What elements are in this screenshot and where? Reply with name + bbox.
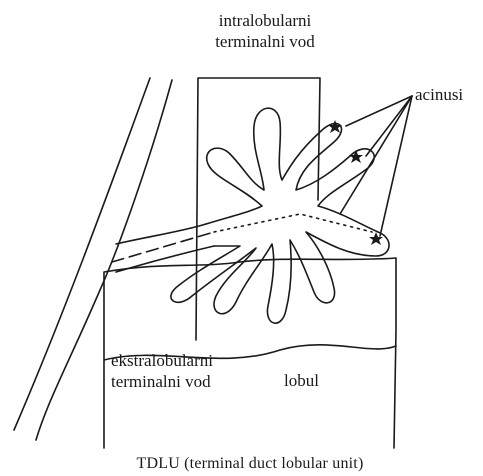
star-icon [328, 120, 342, 133]
extralobular-duct-lower [116, 246, 214, 272]
diagram-caption: TDLU (terminal duct lobular unit) [85, 453, 415, 474]
intralobular-duct-label-line1: intralobularni [190, 10, 340, 31]
acini-label: acinusi [415, 84, 463, 105]
central-dotted-duct [214, 214, 372, 232]
extralobular-duct-label-line1: ekstralobularni [111, 350, 213, 371]
extralobular-duct-label-line2: terminalni vod [111, 371, 213, 392]
extralobular-dashed-duct [112, 232, 214, 262]
extralobular-duct-upper [116, 224, 206, 244]
intralobular-duct-label: intralobularni terminalni vod [190, 10, 340, 52]
acinar-branching-tree [171, 108, 389, 323]
extralobular-duct-label: ekstralobularni terminalni vod [111, 350, 213, 392]
lobule-label: lobul [284, 370, 319, 391]
star-icon [349, 150, 363, 163]
intralobular-duct-label-line2: terminalni vod [190, 31, 340, 52]
